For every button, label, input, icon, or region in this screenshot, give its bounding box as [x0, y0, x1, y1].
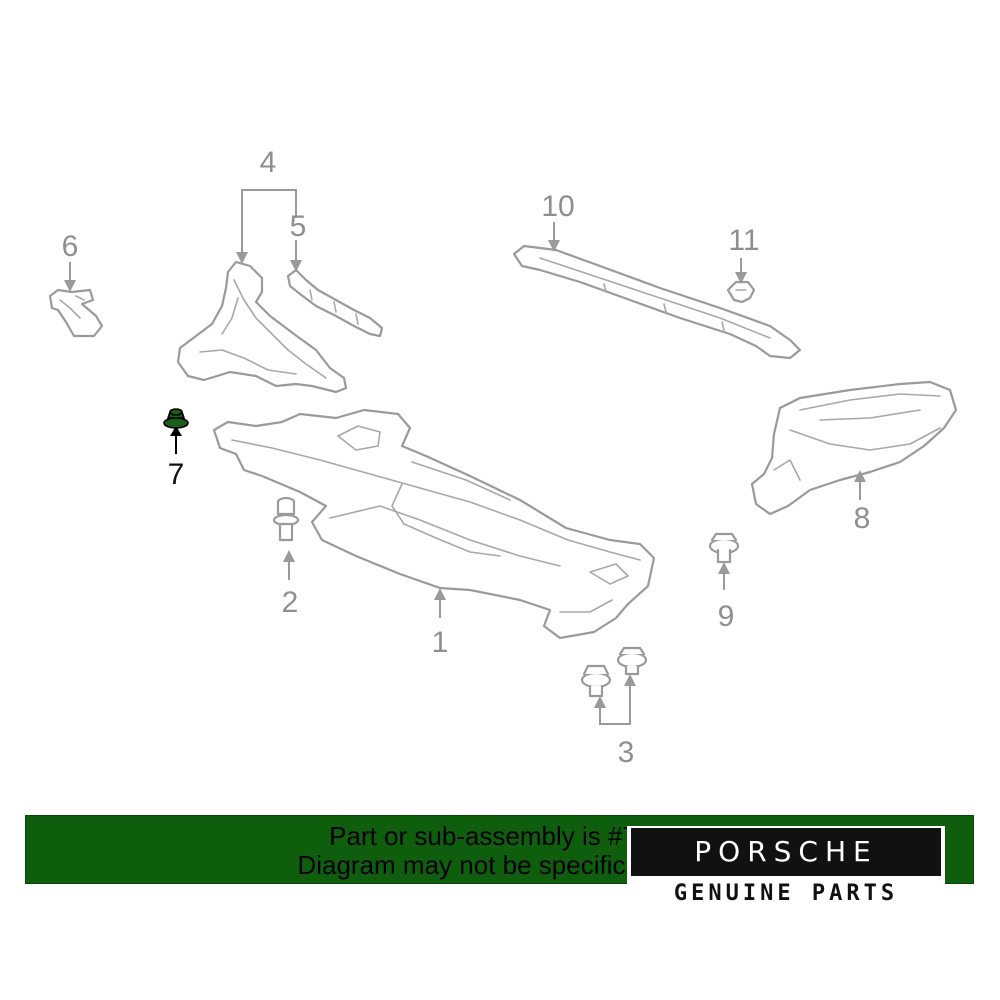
- callout-2: 2: [282, 586, 299, 619]
- leader-3: [594, 674, 636, 725]
- part-7-nut-highlighted: [163, 408, 189, 429]
- callout-11: 11: [728, 224, 759, 257]
- leader-4: [236, 189, 297, 264]
- part-3-fastener-b: [616, 646, 648, 676]
- callout-1: 1: [432, 626, 449, 659]
- leader-9: [718, 562, 730, 590]
- part-4-shield: [176, 260, 348, 394]
- leader-6: [64, 262, 76, 292]
- callout-7: 7: [168, 458, 185, 491]
- leader-2: [283, 550, 295, 580]
- callout-3: 3: [618, 736, 635, 769]
- callout-9: 9: [718, 600, 735, 633]
- logo-wordmark: PORSCHE: [694, 835, 878, 868]
- part-2-pin: [272, 496, 300, 542]
- leader-11: [735, 258, 747, 284]
- leader-7: [170, 426, 182, 454]
- leader-1: [434, 588, 446, 618]
- leader-8: [854, 470, 866, 500]
- part-1-underbody-panel: [212, 408, 656, 640]
- part-11-clip: [726, 280, 756, 304]
- logo-subtitle: GENUINE PARTS: [673, 881, 899, 906]
- part-8-shield: [750, 380, 958, 516]
- part-10-rail: [512, 244, 802, 360]
- part-5-strip: [286, 268, 384, 338]
- leader-5: [290, 240, 302, 272]
- porsche-genuine-parts-logo: PORSCHE GENUINE PARTS: [627, 826, 945, 908]
- part-9-fastener: [708, 532, 740, 564]
- callout-4: 4: [260, 146, 277, 179]
- callout-10: 10: [541, 190, 574, 223]
- callout-5: 5: [290, 210, 307, 243]
- callout-6: 6: [62, 230, 79, 263]
- callout-8: 8: [854, 502, 871, 535]
- part-3-fastener-a: [580, 664, 612, 698]
- logo-wordmark-bar: PORSCHE: [631, 828, 941, 876]
- part-6-bracket: [48, 288, 104, 338]
- leader-10: [548, 222, 560, 252]
